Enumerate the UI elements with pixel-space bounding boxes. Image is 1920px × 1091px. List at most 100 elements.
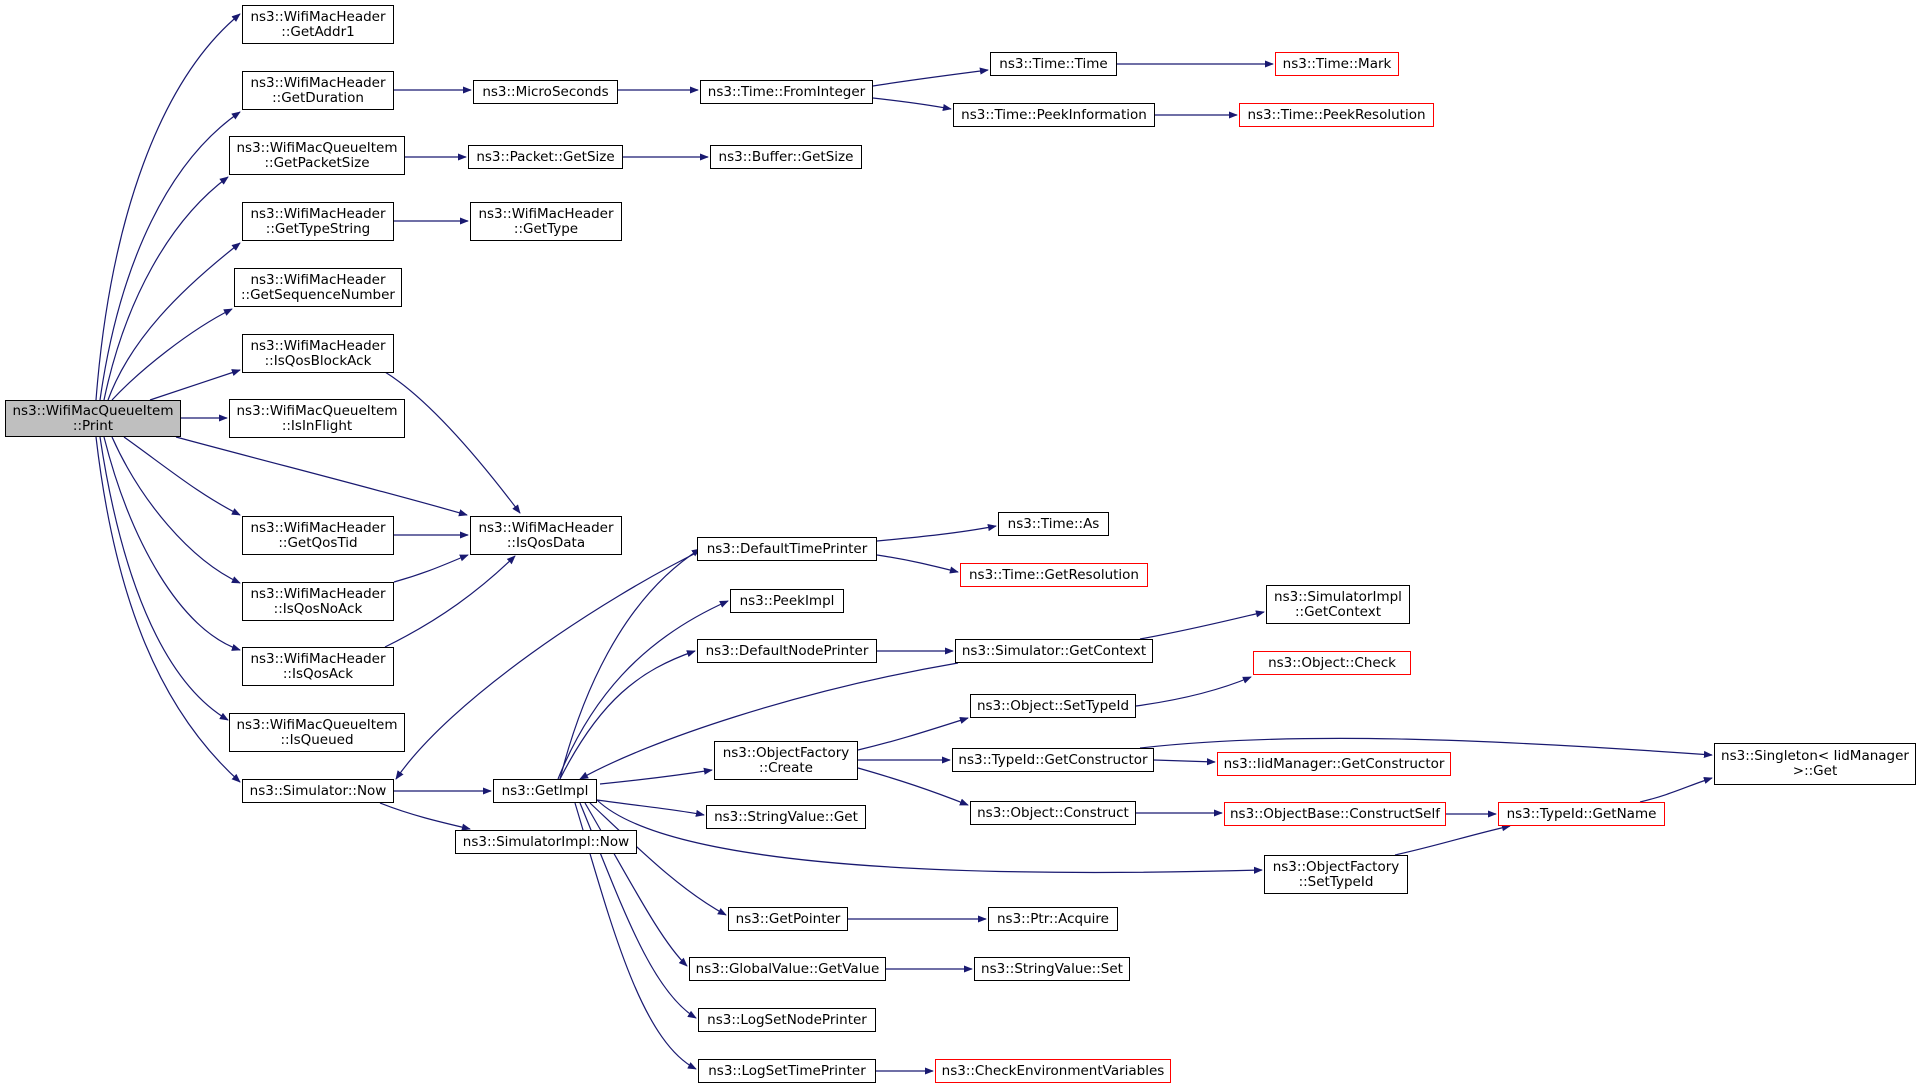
node-object-settypeid[interactable]: ns3::Object::SetTypeId <box>970 694 1136 718</box>
node-gettypestring[interactable]: ns3::WifiMacHeader ::GetTypeString <box>242 202 394 241</box>
node-microseconds[interactable]: ns3::MicroSeconds <box>473 80 618 104</box>
node-line1: ns3::CheckEnvironmentVariables <box>941 1062 1165 1079</box>
node-line1: ns3::WifiMacHeader <box>478 205 614 222</box>
node-simulatorimpl-now[interactable]: ns3::SimulatorImpl::Now <box>455 830 637 854</box>
call-edge <box>872 97 952 112</box>
node-checkenvironmentvariables[interactable]: ns3::CheckEnvironmentVariables <box>935 1059 1171 1083</box>
call-edge <box>1639 777 1713 803</box>
node-object-check[interactable]: ns3::Object::Check <box>1253 651 1411 675</box>
node-peekimpl[interactable]: ns3::PeekImpl <box>730 589 844 613</box>
node-line1: ns3::WifiMacHeader <box>250 585 386 602</box>
node-line1: ns3::GetPointer <box>735 910 841 927</box>
node-defaulttimeprinter[interactable]: ns3::DefaultTimePrinter <box>697 537 877 561</box>
call-edge <box>149 369 241 401</box>
call-edge <box>103 176 229 401</box>
node-objectfactory-create[interactable]: ns3::ObjectFactory ::Create <box>714 741 858 780</box>
node-line1: ns3::PeekImpl <box>739 592 835 609</box>
node-isqosblockack[interactable]: ns3::WifiMacHeader ::IsQosBlockAck <box>242 334 394 373</box>
node-logsettimeprinter[interactable]: ns3::LogSetTimePrinter <box>698 1059 876 1083</box>
node-line1: ns3::Object::SetTypeId <box>976 697 1130 714</box>
node-simulator-now[interactable]: ns3::Simulator::Now <box>242 779 394 803</box>
node-typeid-getconstructor[interactable]: ns3::TypeId::GetConstructor <box>952 748 1154 772</box>
node-line2: ::GetAddr1 <box>281 23 355 40</box>
node-stringvalue-set[interactable]: ns3::StringValue::Set <box>974 957 1130 981</box>
node-isinflight[interactable]: ns3::WifiMacQueueItem ::IsInFlight <box>229 399 405 438</box>
node-time-peekinformation[interactable]: ns3::Time::PeekInformation <box>953 103 1155 127</box>
node-isqosnoack[interactable]: ns3::WifiMacHeader ::IsQosNoAck <box>242 582 394 621</box>
node-line2: ::GetContext <box>1294 603 1382 620</box>
node-line1: ns3::Object::Construct <box>977 804 1129 821</box>
node-line2: ::GetDuration <box>272 89 364 106</box>
call-edge <box>384 555 516 648</box>
node-line1: ns3::Time::GetResolution <box>968 566 1139 583</box>
node-line1: ns3::ObjectBase::ConstructSelf <box>1230 805 1440 822</box>
call-edge <box>1394 824 1511 856</box>
node-line1: ns3::TypeId::GetConstructor <box>958 751 1148 768</box>
node-getsequencenumber[interactable]: ns3::WifiMacHeader ::GetSequenceNumber <box>234 268 402 307</box>
node-line1: ns3::Singleton< IidManager <box>1721 748 1909 764</box>
node-line2: ::IsQosBlockAck <box>264 352 372 369</box>
node-getaddr1[interactable]: ns3::WifiMacHeader ::GetAddr1 <box>242 5 394 44</box>
node-packet-getsize[interactable]: ns3::Packet::GetSize <box>468 145 623 169</box>
node-line1: ns3::Time::FromInteger <box>707 83 866 100</box>
node-line1: ns3::WifiMacHeader <box>250 8 386 25</box>
node-time-peekresolution[interactable]: ns3::Time::PeekResolution <box>1239 103 1434 127</box>
call-edge <box>395 548 705 780</box>
node-iidmanager-getconstructor[interactable]: ns3::IidManager::GetConstructor <box>1217 752 1451 776</box>
node-line2: ::GetTypeString <box>265 220 371 237</box>
node-line1: ns3::GetImpl <box>501 782 589 799</box>
node-time-frominteger[interactable]: ns3::Time::FromInteger <box>700 80 873 104</box>
node-singleton-get[interactable]: ns3::Singleton< IidManager >::Get <box>1714 743 1916 785</box>
node-time-as[interactable]: ns3::Time::As <box>998 512 1109 536</box>
node-object-construct[interactable]: ns3::Object::Construct <box>970 801 1136 825</box>
call-edge <box>559 650 696 780</box>
node-getqostid[interactable]: ns3::WifiMacHeader ::GetQosTid <box>242 516 394 555</box>
node-line1: ns3::WifiMacHeader <box>250 271 386 288</box>
node-line1: ns3::GlobalValue::GetValue <box>695 960 880 977</box>
node-defaultnodeprinter[interactable]: ns3::DefaultNodePrinter <box>697 639 877 663</box>
call-edge <box>876 524 997 542</box>
node-line1: ns3::StringValue::Set <box>981 960 1123 977</box>
call-edge <box>111 308 233 401</box>
node-simulator-getcontext[interactable]: ns3::Simulator::GetContext <box>955 639 1153 663</box>
node-globalvalue-getvalue[interactable]: ns3::GlobalValue::GetValue <box>689 957 886 981</box>
node-getduration[interactable]: ns3::WifiMacHeader ::GetDuration <box>242 71 394 110</box>
call-edge <box>384 371 521 514</box>
node-getimpl[interactable]: ns3::GetImpl <box>493 779 597 803</box>
node-isqosack[interactable]: ns3::WifiMacHeader ::IsQosAck <box>242 647 394 686</box>
node-objectbase-constructself[interactable]: ns3::ObjectBase::ConstructSelf <box>1224 802 1446 826</box>
node-time-getresolution[interactable]: ns3::Time::GetResolution <box>960 563 1148 587</box>
node-getpointer[interactable]: ns3::GetPointer <box>728 907 848 931</box>
node-objectfactory-settypeid[interactable]: ns3::ObjectFactory ::SetTypeId <box>1264 855 1408 894</box>
node-stringvalue-get[interactable]: ns3::StringValue::Get <box>706 805 866 829</box>
call-edge <box>584 802 688 967</box>
node-time-time[interactable]: ns3::Time::Time <box>990 52 1117 76</box>
node-ptr-acquire[interactable]: ns3::Ptr::Acquire <box>988 907 1118 931</box>
node-line1: ns3::IidManager::GetConstructor <box>1223 755 1445 772</box>
node-line1: ns3::Time::As <box>1007 515 1100 532</box>
node-buffer-getsize[interactable]: ns3::Buffer::GetSize <box>710 145 862 169</box>
node-line2: ::GetType <box>513 220 579 237</box>
node-logsetnodeprinter[interactable]: ns3::LogSetNodePrinter <box>698 1008 876 1032</box>
call-edge <box>857 767 969 806</box>
node-typeid-getname[interactable]: ns3::TypeId::GetName <box>1498 802 1665 826</box>
node-simulatorimpl-getcontext[interactable]: ns3::SimulatorImpl ::GetContext <box>1266 585 1410 624</box>
node-line1: ns3::WifiMacQueueItem <box>236 716 398 733</box>
node-line1: ns3::StringValue::Get <box>714 808 858 825</box>
node-line2: ::GetSequenceNumber <box>241 286 395 303</box>
node-line1: ns3::DefaultNodePrinter <box>705 642 869 659</box>
root-node-print: ns3::WifiMacQueueItem ::Print <box>5 400 181 437</box>
node-getpacketsize[interactable]: ns3::WifiMacQueueItem ::GetPacketSize <box>229 136 405 175</box>
node-isqosdata[interactable]: ns3::WifiMacHeader ::IsQosData <box>470 516 622 555</box>
node-line1: ns3::WifiMacHeader <box>250 205 386 222</box>
node-time-mark[interactable]: ns3::Time::Mark <box>1275 52 1399 76</box>
node-isqueued[interactable]: ns3::WifiMacQueueItem ::IsQueued <box>229 713 405 752</box>
call-edge <box>99 436 229 721</box>
node-line1: ns3::TypeId::GetName <box>1506 805 1657 822</box>
call-edge <box>876 554 959 574</box>
call-edge <box>95 13 241 401</box>
call-edge <box>111 436 241 584</box>
call-edge <box>1139 737 1713 759</box>
node-line1: ns3::WifiMacHeader <box>250 650 386 667</box>
node-gettype[interactable]: ns3::WifiMacHeader ::GetType <box>470 202 622 241</box>
